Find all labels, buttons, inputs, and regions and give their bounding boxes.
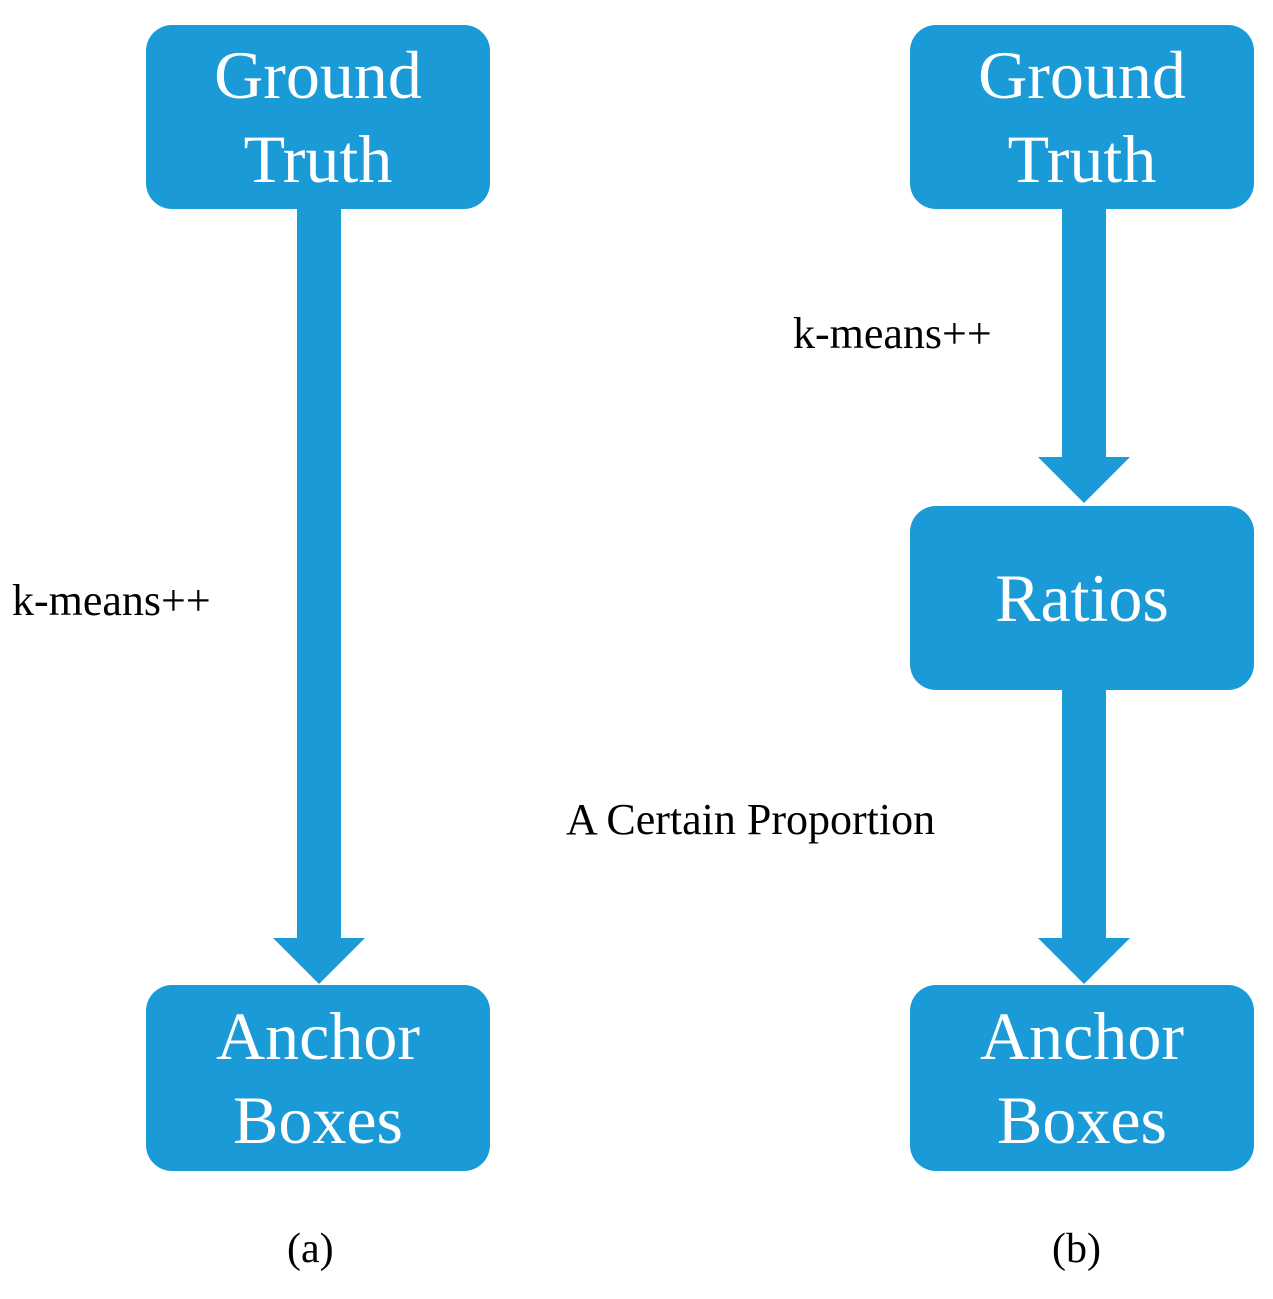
- arrow-b1-shaft: [1062, 209, 1106, 459]
- arrow-b1-head: [1038, 457, 1130, 503]
- arrow-a-shaft: [297, 209, 341, 940]
- node-b-ground-truth-line1: Ground: [978, 37, 1186, 113]
- node-b-anchor-boxes: Anchor Boxes: [910, 985, 1254, 1171]
- node-a-anchor-boxes-line1: Anchor: [216, 998, 420, 1074]
- node-a-anchor-boxes-line2: Boxes: [233, 1082, 403, 1158]
- edge-a-label: k-means++: [12, 576, 211, 625]
- node-a-ground-truth-line1: Ground: [214, 37, 422, 113]
- edge-b2-label: A Certain Proportion: [566, 795, 936, 844]
- caption-a: (a): [287, 1226, 334, 1272]
- node-b-anchor-boxes-line2: Boxes: [997, 1082, 1167, 1158]
- edge-b1-label: k-means++: [793, 309, 992, 358]
- node-b-ratios: Ratios: [910, 506, 1254, 690]
- node-b-ratios-label: Ratios: [995, 560, 1169, 636]
- node-b-ground-truth: Ground Truth: [910, 25, 1254, 209]
- node-a-ground-truth-line2: Truth: [243, 121, 393, 197]
- node-b-ground-truth-line2: Truth: [1007, 121, 1157, 197]
- arrow-b2-shaft: [1062, 690, 1106, 940]
- arrow-a-head: [273, 938, 365, 984]
- arrow-b2-head: [1038, 938, 1130, 984]
- node-a-ground-truth: Ground Truth: [146, 25, 490, 209]
- node-b-anchor-boxes-line1: Anchor: [980, 998, 1184, 1074]
- node-a-anchor-boxes: Anchor Boxes: [146, 985, 490, 1171]
- caption-b: (b): [1052, 1226, 1101, 1272]
